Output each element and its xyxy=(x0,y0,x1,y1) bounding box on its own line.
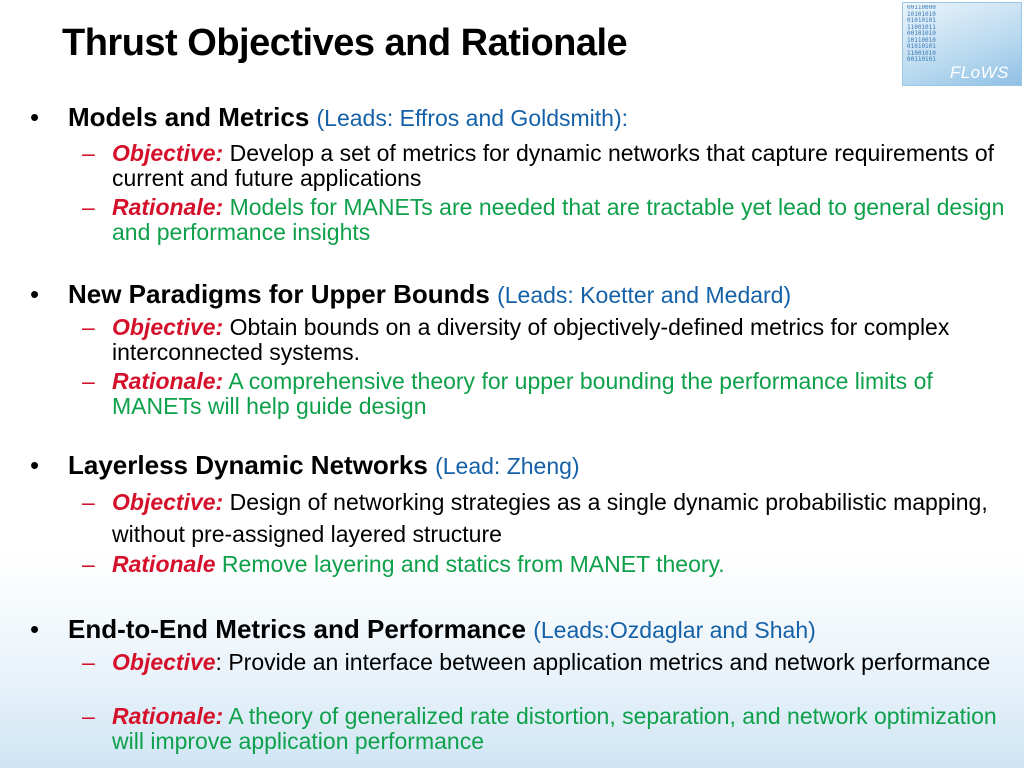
dash-symbol: – xyxy=(82,194,95,220)
objective-text: Obtain bounds on a diversity of objectiv… xyxy=(112,314,950,365)
objective-label: Objective: xyxy=(112,140,224,166)
flows-logo: 00110000 10101010 01010101 11001011 0010… xyxy=(902,2,1022,86)
dash-symbol: – xyxy=(82,551,95,577)
rationale-text: A comprehensive theory for upper boundin… xyxy=(112,368,933,419)
rationale-text: A theory of generalized rate distortion,… xyxy=(112,703,997,754)
rationale-item: – Rationale Remove layering and statics … xyxy=(82,552,1007,577)
logo-text: FLoWS xyxy=(949,63,1009,82)
objective-text: : Provide an interface between applicati… xyxy=(215,649,991,675)
logo-binary-pattern: 00110000 10101010 01010101 11001011 0010… xyxy=(907,5,936,63)
section-leads: (Leads:Ozdaglar and Shah) xyxy=(533,617,816,643)
bullet-symbol: • xyxy=(30,102,40,132)
section-leads: (Leads: Koetter and Medard) xyxy=(497,282,792,308)
section-title: Layerless Dynamic Networks xyxy=(68,450,428,480)
objective-item: – Objective: Develop a set of metrics fo… xyxy=(82,141,1007,191)
objective-label: Objective: xyxy=(112,489,224,515)
rationale-label: Rationale: xyxy=(112,703,224,729)
rationale-item: – Rationale: A theory of generalized rat… xyxy=(82,704,1007,754)
dash-symbol: – xyxy=(82,314,95,340)
dash-symbol: – xyxy=(82,703,95,729)
objective-label: Objective: xyxy=(112,314,224,340)
rationale-item: – Rationale: A comprehensive theory for … xyxy=(82,369,1007,419)
bullet-symbol: • xyxy=(30,279,40,309)
section-title: New Paradigms for Upper Bounds xyxy=(68,279,490,309)
section-leads: (Leads: Effros and Goldsmith): xyxy=(316,105,629,131)
slide-title: Thrust Objectives and Rationale xyxy=(62,22,628,64)
objective-item: – Objective: Obtain bounds on a diversit… xyxy=(82,315,1007,365)
rationale-label: Rationale: xyxy=(112,194,224,220)
rationale-label: Rationale xyxy=(112,551,216,577)
dash-symbol: – xyxy=(82,368,95,394)
objective-label: Objective xyxy=(112,649,216,675)
objective-item: – Objective: Design of networking strate… xyxy=(82,486,1007,550)
dash-symbol: – xyxy=(82,140,95,166)
objective-text: Develop a set of metrics for dynamic net… xyxy=(112,140,995,191)
rationale-text: Remove layering and statics from MANET t… xyxy=(221,551,725,577)
bullet-symbol: • xyxy=(30,450,40,480)
rationale-text: Models for MANETs are needed that are tr… xyxy=(112,194,1005,245)
dash-symbol: – xyxy=(82,649,95,675)
bullet-symbol: • xyxy=(30,614,40,644)
rationale-item: – Rationale: Models for MANETs are neede… xyxy=(82,195,1007,245)
objective-text: Design of networking strategies as a sin… xyxy=(112,489,988,547)
rationale-label: Rationale: xyxy=(112,368,224,394)
section-leads: (Lead: Zheng) xyxy=(435,453,580,479)
section-title: Models and Metrics xyxy=(68,102,310,132)
section-title: End-to-End Metrics and Performance xyxy=(68,614,526,644)
objective-item: – Objective: Provide an interface betwee… xyxy=(82,650,1007,675)
dash-symbol: – xyxy=(82,489,95,515)
